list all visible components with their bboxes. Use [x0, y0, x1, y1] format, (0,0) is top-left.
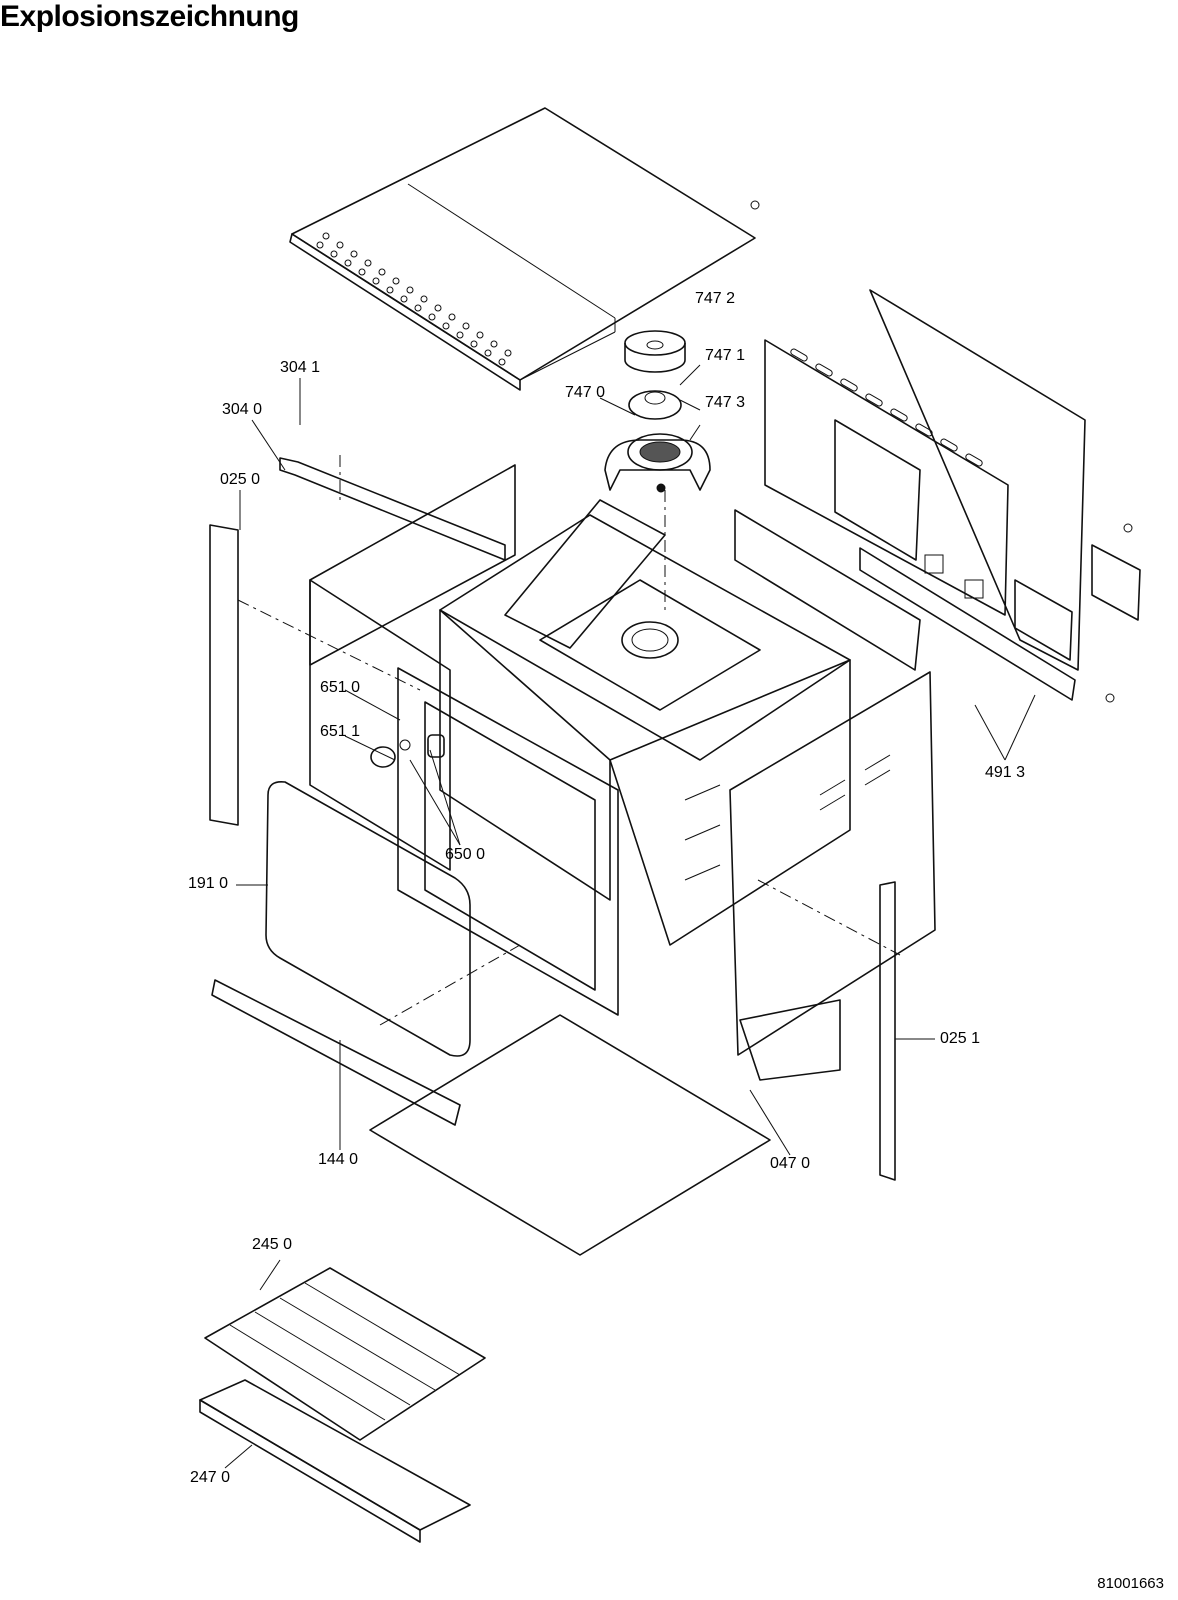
callout-247-0: 247 0: [190, 1469, 231, 1486]
left-side-wall: [209, 457, 516, 871]
callout-747-1: 747 1: [705, 347, 746, 364]
oven-muffle: [439, 499, 921, 946]
front-frame: [370, 667, 619, 1016]
top-cover-vent-holes: [316, 232, 512, 366]
callout-245-0: 245 0: [252, 1236, 293, 1253]
callout-747-0: 747 0: [565, 384, 606, 401]
baking-tray: [199, 1379, 471, 1543]
top-cover-screw: [750, 200, 760, 210]
callout-304-0: 304 0: [222, 401, 263, 418]
callout-747-3: 747 3: [705, 394, 746, 411]
oven-rack: [204, 1267, 486, 1441]
top-cover-panel: [289, 107, 760, 391]
callout-025-0: 025 0: [220, 471, 261, 488]
bottom-panel: [211, 979, 771, 1256]
callout-047-0: 047 0: [770, 1155, 811, 1172]
callout-025-1: 025 1: [940, 1030, 981, 1047]
callout-747-2: 747 2: [695, 290, 736, 307]
document-number: 81001663: [1097, 1575, 1164, 1592]
callout-491-3: 491 3: [985, 764, 1026, 781]
page-title: Explosionszeichnung: [0, 0, 299, 33]
callout-144-0: 144 0: [318, 1151, 359, 1168]
callout-304-1: 304 1: [280, 359, 321, 376]
assembly-lines: [237, 455, 901, 1026]
fan-assembly: [604, 330, 711, 493]
rear-panel-slots: [790, 348, 983, 467]
callout-651-0: 651 0: [320, 679, 361, 696]
callout-191-0: 191 0: [188, 875, 229, 892]
door-seal: [265, 780, 471, 1057]
callout-651-1: 651 1: [320, 723, 361, 740]
rear-panel: [764, 289, 1141, 703]
callout-650-0: 650 0: [445, 846, 486, 863]
callout-leaders: [224, 364, 1036, 1469]
right-side-wall: [729, 671, 936, 1181]
